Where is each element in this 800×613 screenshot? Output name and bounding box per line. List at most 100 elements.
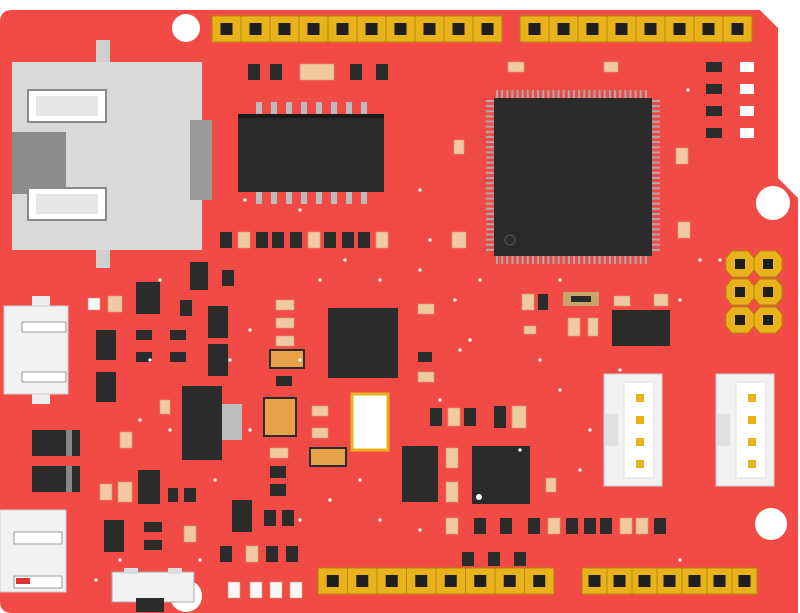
header-pin-hole xyxy=(503,575,516,587)
qfp-pin xyxy=(652,125,660,128)
qfp-pin xyxy=(652,146,660,149)
header-pin-hole xyxy=(528,23,541,35)
smd-part xyxy=(445,517,459,535)
smd-part xyxy=(342,232,354,248)
qfp-pin xyxy=(652,105,660,108)
qfp-pin xyxy=(652,223,660,226)
qfp-pin xyxy=(547,90,550,98)
header-pin-hole xyxy=(588,575,601,587)
qfp-pin xyxy=(486,202,494,205)
via xyxy=(343,258,347,262)
qfp-pin xyxy=(652,100,660,102)
smd-part xyxy=(96,372,116,402)
soic-pin xyxy=(301,192,307,204)
smd-part xyxy=(138,470,160,504)
qfp-pin xyxy=(652,238,660,241)
smd-part xyxy=(514,552,526,566)
soic-pin xyxy=(286,102,292,114)
qfp-pin xyxy=(603,256,606,264)
qfp-pin xyxy=(652,141,660,144)
qfp-pin xyxy=(639,256,642,264)
qfp-pin xyxy=(652,135,660,138)
smd-part xyxy=(275,317,295,329)
qfp-pin xyxy=(542,90,545,98)
qfp-pin xyxy=(557,256,560,264)
qfp-pin xyxy=(506,256,509,264)
qfp-pin xyxy=(652,115,660,118)
smd-part xyxy=(275,299,295,311)
qfp-pin xyxy=(542,256,545,264)
smd-part xyxy=(417,371,435,383)
qfp-pin xyxy=(486,146,494,149)
icsp-pin-hole xyxy=(763,315,773,325)
qfp-pin xyxy=(578,90,581,98)
via xyxy=(468,338,472,342)
smd-part xyxy=(117,481,133,503)
grove-connectors xyxy=(603,373,775,487)
via xyxy=(168,428,172,432)
qfp-pin xyxy=(652,187,660,190)
smd-part xyxy=(220,232,232,248)
via xyxy=(298,518,302,522)
tantalum-cap xyxy=(263,397,297,437)
smd-part xyxy=(635,517,649,535)
grove-connector-latch xyxy=(604,414,618,446)
smd-part xyxy=(528,518,540,534)
smd-part xyxy=(96,330,116,360)
smd-part xyxy=(462,552,474,566)
smd-part xyxy=(227,581,241,599)
via xyxy=(478,278,482,282)
via xyxy=(148,358,152,362)
sot-chip xyxy=(612,310,670,346)
rj45-jack-icon xyxy=(12,40,212,268)
qfp-pin xyxy=(567,90,570,98)
icsp-pin-hole xyxy=(763,259,773,269)
smd-part xyxy=(324,232,336,248)
via xyxy=(458,348,462,352)
qfp-pin xyxy=(547,256,550,264)
smd-part xyxy=(613,295,631,307)
via xyxy=(228,358,232,362)
header-pin-hole xyxy=(713,575,726,587)
smd-part xyxy=(99,483,113,501)
qfp-pin xyxy=(486,233,494,236)
smd-part xyxy=(584,518,596,534)
via xyxy=(318,278,322,282)
qfp-pin xyxy=(652,182,660,185)
qfp-pin xyxy=(486,223,494,226)
qfp-pin xyxy=(486,120,494,123)
header-pin-hole xyxy=(688,575,701,587)
mounting-hole-icon xyxy=(756,186,790,220)
header-pin-hole xyxy=(702,23,715,35)
smd-part xyxy=(677,221,691,239)
qfp-pin xyxy=(486,171,494,174)
qfp-pin xyxy=(614,256,617,264)
smd-part xyxy=(237,231,251,249)
qfp-pin xyxy=(486,177,494,179)
smd-part xyxy=(286,546,298,562)
via xyxy=(138,418,142,422)
tantalum-cap xyxy=(309,447,347,467)
smd-part xyxy=(451,231,467,249)
via xyxy=(248,428,252,432)
grove-pin xyxy=(636,416,644,424)
qfp-pin xyxy=(537,256,540,264)
header-pin-hole xyxy=(452,23,465,35)
qfp-pin xyxy=(588,256,591,264)
qfp-pin xyxy=(652,228,660,231)
qfp-pin xyxy=(496,256,498,264)
qfp-pin xyxy=(537,90,540,98)
qfp-pin xyxy=(486,218,494,221)
header-pin-hole xyxy=(615,23,628,35)
smd-part xyxy=(654,518,666,534)
qfp-pin xyxy=(486,166,494,169)
via xyxy=(158,278,162,282)
pin-headers xyxy=(211,15,783,595)
smd-part xyxy=(170,330,186,340)
qfp-pin xyxy=(531,256,534,264)
header-pin-hole xyxy=(394,23,407,35)
smd-components xyxy=(87,61,722,599)
header-pin-hole xyxy=(444,575,457,587)
header-pin-hole xyxy=(278,23,291,35)
